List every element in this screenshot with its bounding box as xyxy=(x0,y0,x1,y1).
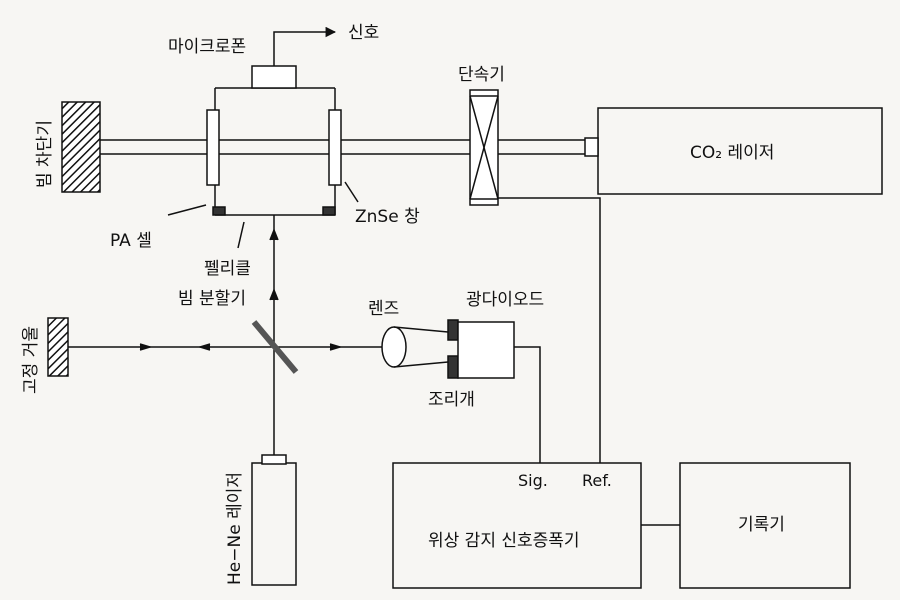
co2-beam xyxy=(100,139,585,155)
label-sig: Sig. xyxy=(518,471,548,490)
znse-window-right xyxy=(328,109,342,186)
hene-laser-aperture xyxy=(261,454,287,465)
pa-cell xyxy=(206,87,342,216)
label-microphone: 마이크로폰 xyxy=(168,37,246,57)
iris-upper xyxy=(447,319,459,341)
label-chopper: 단속기 xyxy=(458,65,505,85)
fixed-mirror-block xyxy=(47,317,69,377)
label-lock-in-amplifier: 위상 감지 신호증폭기 xyxy=(428,531,580,551)
label-znse-window: ZnSe 창 xyxy=(355,207,420,227)
label-beam-stop: 빔 차단기 xyxy=(35,120,55,188)
label-hene-laser: He−Ne 레이저 xyxy=(225,472,245,585)
label-photodiode: 광다이오드 xyxy=(466,290,544,310)
signal-line xyxy=(273,26,337,66)
chopper xyxy=(469,89,499,206)
label-beam-splitter: 빔 분할기 xyxy=(178,289,246,309)
iris-lower xyxy=(447,355,459,379)
label-pellicle: 펠리클 xyxy=(204,259,251,279)
beam-splitter-plate xyxy=(251,320,299,374)
label-fixed-mirror: 고정 거울 xyxy=(21,326,41,394)
lens-element xyxy=(381,326,407,368)
label-pa-cell: PA 셀 xyxy=(110,231,152,251)
ref-cable xyxy=(498,197,601,463)
label-lens: 렌즈 xyxy=(368,299,399,319)
label-recorder: 기록기 xyxy=(738,515,785,535)
beam-stop-block xyxy=(61,101,101,193)
hene-laser-body xyxy=(251,462,297,586)
label-ref: Ref. xyxy=(582,471,612,490)
label-iris: 조리개 xyxy=(428,390,475,410)
microphone-body xyxy=(251,65,297,89)
label-co2-laser: CO₂ 레이저 xyxy=(690,143,774,163)
co2-laser-aperture xyxy=(584,137,599,157)
znse-window-left xyxy=(206,109,220,186)
sig-cable xyxy=(514,346,541,463)
label-signal: 신호 xyxy=(348,23,379,43)
photodiode-box xyxy=(457,321,515,379)
